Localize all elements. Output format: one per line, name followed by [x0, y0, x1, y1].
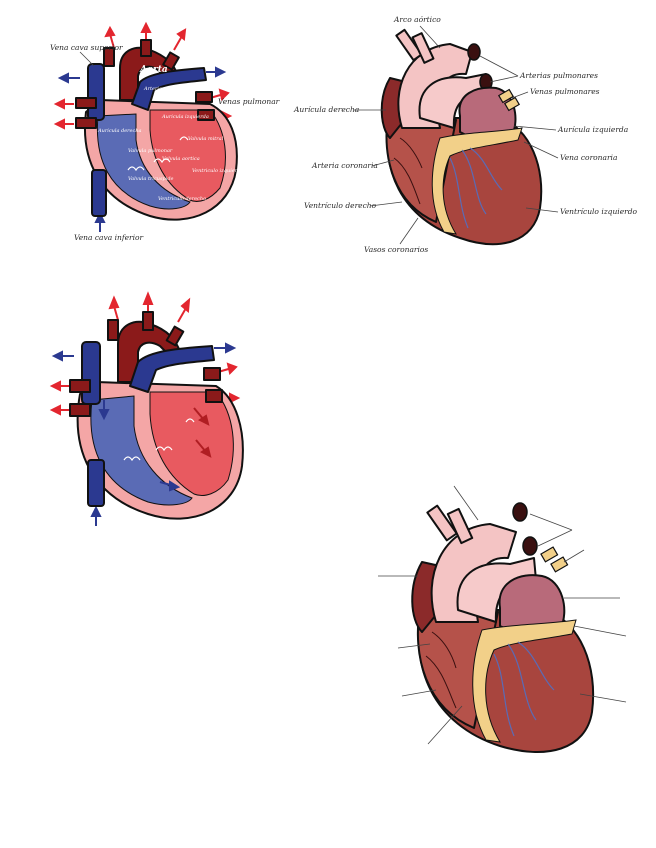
- pulmonary-veins-right: [196, 92, 212, 102]
- label-venas-pulmonares-ext: Venas pulmonares: [530, 87, 600, 96]
- vena-cava-inferior-vessel: [92, 170, 106, 216]
- aorta-branch-2-blank: [143, 312, 153, 330]
- leader-blank-7: [574, 626, 626, 636]
- label-vena-coronaria: Vena coronaria: [560, 153, 617, 162]
- label-auricula-derecha-ext: Aurícula derecha: [293, 105, 359, 114]
- leader-arterias-pulmonares-1: [480, 56, 518, 76]
- artery-opening-1: [468, 44, 480, 60]
- label-auricula-izquierda-ext: Aurícula izquierda: [557, 125, 628, 134]
- label-valvula-mitral: Valvula mitral: [188, 136, 224, 142]
- label-aorta: Aorta: [139, 65, 168, 75]
- vena-cava-inferior-blank: [88, 460, 104, 506]
- leader-blank-2: [530, 514, 572, 530]
- leader-blank-4: [564, 550, 584, 562]
- pulmonary-veins-left-2: [76, 118, 96, 128]
- external-heart-diagram-labeled: Arco aórtico Arterias pulmonares Venas p…: [290, 8, 640, 258]
- aorta-branch-1-blank: [108, 320, 118, 340]
- pulmonary-veins-right-blank: [204, 368, 220, 380]
- pulmonary-veins-left-blank: [70, 380, 90, 392]
- pulmonary-vein-stubs-blank: [541, 547, 568, 572]
- pulmonary-veins-right-2-blank: [206, 390, 222, 402]
- leader-venas-pulmonares: [512, 92, 528, 98]
- pulmonary-veins-left-2-blank: [70, 404, 90, 416]
- pulmonary-veins-left: [76, 98, 96, 108]
- aorta-branch-3-blank: [167, 327, 184, 346]
- label-valvula-pulmonar: Valvula pulmonar: [128, 148, 173, 154]
- leader-vasos-coronarios: [400, 218, 418, 244]
- label-arco-aortico: Arco aórtico: [393, 15, 441, 24]
- label-ventriculo-derecho: Ventriculo derecho: [158, 196, 206, 202]
- leader-blank-9: [402, 690, 436, 696]
- label-vasos-coronarios: Vasos coronarios: [364, 245, 428, 254]
- aorta-branch-2: [141, 40, 151, 56]
- label-auricula-izquierda: Auricula izquierda: [161, 114, 209, 120]
- vena-cava-superior-vessel: [88, 64, 104, 120]
- label-arteria-pulmonar: Arteria pulmonar: [143, 86, 189, 92]
- label-ventriculo-derecho-ext: Ventrículo derecho: [304, 201, 377, 210]
- internal-heart-diagram-labeled: Aorta Vena cava superior Venas pulmonar …: [40, 20, 290, 250]
- label-valvula-aortica: Valvula aortica: [162, 156, 200, 162]
- label-arterias-pulmonares: Arterias pulmonares: [519, 71, 598, 80]
- label-arteria-coronaria: Arteria coronaria: [311, 161, 378, 170]
- leader-vena-cava-superior: [80, 52, 94, 66]
- internal-heart-diagram-blank: [40, 290, 270, 540]
- vena-cava-superior-blank: [82, 342, 100, 404]
- label-ventriculo-izquierdo: Ventriculo izquierdo: [192, 168, 243, 174]
- label-valvula-tricuspide: Valvula tricuspide: [128, 176, 174, 182]
- artery-opening-2-blank: [523, 537, 537, 555]
- leader-arterias-pulmonares-2: [490, 76, 518, 82]
- label-vena-cava-inferior: Vena cava inferior: [74, 233, 144, 242]
- artery-opening-1-blank: [513, 503, 527, 521]
- label-ventriculo-izquierdo-ext: Ventrículo izquierdo: [560, 207, 638, 216]
- label-vena-cava-superior: Vena cava superior: [50, 43, 123, 52]
- label-venas-pulmonares: Venas pulmonar: [218, 97, 280, 106]
- label-auricula-derecha: Auricula derecha: [97, 128, 142, 134]
- leader-blank-3: [538, 530, 572, 546]
- external-heart-diagram-blank: [370, 480, 650, 770]
